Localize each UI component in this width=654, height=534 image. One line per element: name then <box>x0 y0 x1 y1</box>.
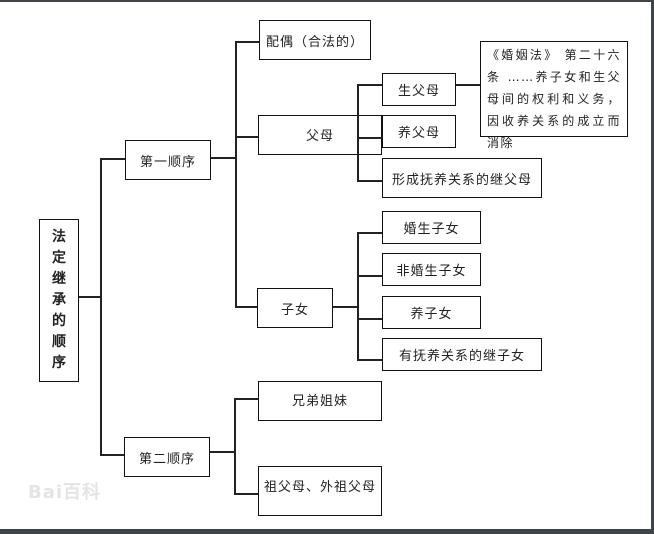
connector <box>357 275 382 277</box>
child-type-label: 非婚生子女 <box>396 264 467 279</box>
second-order-label: 第二顺序 <box>138 451 195 467</box>
child-type-node: 婚生子女 <box>382 211 481 244</box>
child-type-label: 有抚养关系的继子女 <box>398 349 525 364</box>
child-type-label: 婚生子女 <box>403 222 460 237</box>
connector <box>235 136 259 138</box>
parent-type-label: 生父母 <box>397 84 440 99</box>
children-node: 子女 <box>257 288 333 328</box>
sibling-label: 兄弟姐妹 <box>291 394 348 409</box>
root-char: 继 <box>52 271 66 287</box>
first-order-node: 第一顺序 <box>125 140 211 180</box>
connector <box>357 359 382 361</box>
grandparent-label: 祖父母、外祖父母 <box>263 480 376 495</box>
connector <box>235 306 259 308</box>
parent-type-label: 养父母 <box>397 126 440 141</box>
frame-right-border <box>651 0 654 534</box>
root-char: 法 <box>52 229 66 245</box>
parent-type-node: 形成抚养关系的继父母 <box>382 158 542 198</box>
frame-top-border <box>0 0 654 2</box>
child-type-label: 养子女 <box>410 307 453 322</box>
grandparent-node: 祖父母、外祖父母 <box>258 466 382 516</box>
connector <box>211 157 236 159</box>
connector <box>235 41 259 43</box>
parents-node: 父母 <box>258 115 382 155</box>
spouse-label: 配偶（合法的） <box>265 34 364 50</box>
connector <box>357 84 382 86</box>
connector <box>357 232 359 360</box>
root-char: 的 <box>52 313 66 329</box>
child-type-node: 非婚生子女 <box>382 253 481 286</box>
children-label: 子女 <box>280 302 309 318</box>
connector <box>100 158 102 454</box>
root-char: 序 <box>52 355 66 371</box>
connector <box>357 232 382 234</box>
root-node: 法 定 继 承 的 顺 序 <box>39 219 79 382</box>
sibling-node: 兄弟姐妹 <box>258 381 382 421</box>
connector <box>333 306 358 308</box>
connector <box>357 84 359 181</box>
connector <box>234 398 259 400</box>
parents-label: 父母 <box>305 129 334 144</box>
parent-type-node: 生父母 <box>382 73 456 106</box>
connector <box>234 398 236 494</box>
parent-type-node: 养父母 <box>382 115 456 148</box>
connector <box>456 84 481 86</box>
first-order-label: 第一顺序 <box>139 154 196 170</box>
parent-type-label: 形成抚养关系的继父母 <box>391 172 532 188</box>
connector <box>210 451 235 453</box>
child-type-node: 养子女 <box>382 296 481 329</box>
spouse-node: 配偶（合法的） <box>259 20 371 60</box>
connector <box>79 296 101 298</box>
second-order-node: 第二顺序 <box>124 437 210 477</box>
baidu-watermark: Bai百科 <box>28 482 102 503</box>
connector <box>357 180 382 182</box>
root-char: 承 <box>52 292 66 308</box>
connector <box>357 318 382 320</box>
frame-bottom-border <box>0 529 654 534</box>
connector <box>357 137 382 139</box>
connector <box>235 41 237 307</box>
root-char: 顺 <box>52 334 66 350</box>
connector <box>100 158 125 160</box>
child-type-node: 有抚养关系的继子女 <box>382 338 542 371</box>
law-note-text: 《婚姻法》 第二十六条 ……养子女和生父母间的权利和义务，因收养关系的成立而消除 <box>487 48 621 150</box>
law-note-box: 《婚姻法》 第二十六条 ……养子女和生父母间的权利和义务，因收养关系的成立而消除 <box>480 41 628 150</box>
root-char: 定 <box>52 250 66 266</box>
connector <box>234 493 259 495</box>
connector <box>100 454 125 456</box>
